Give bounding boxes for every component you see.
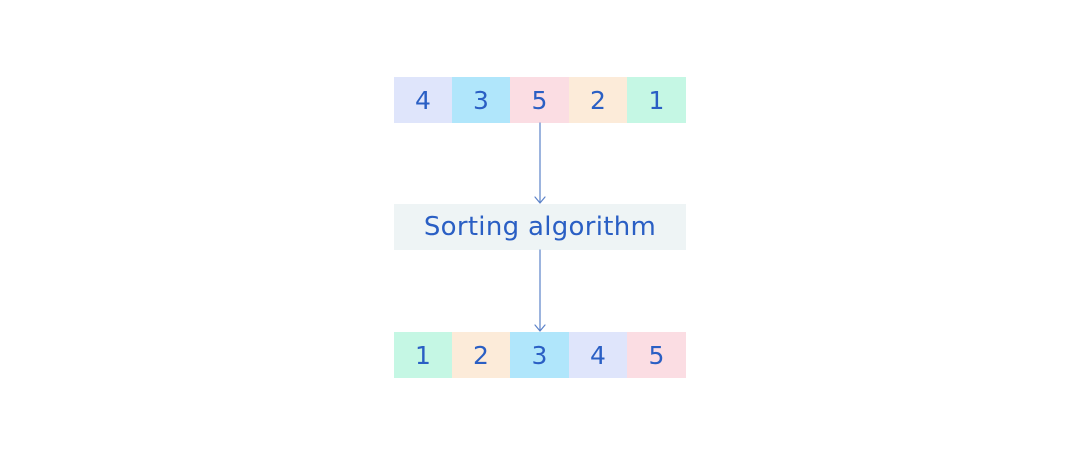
output-cell: 1: [394, 332, 452, 378]
output-cell: 4: [569, 332, 627, 378]
output-array: 1 2 3 4 5: [394, 332, 686, 378]
input-cell: 4: [394, 77, 452, 123]
arrow-input-to-algorithm: [534, 122, 546, 204]
output-cell: 5: [627, 332, 686, 378]
arrow-algorithm-to-output: [534, 249, 546, 332]
input-cell: 3: [452, 77, 510, 123]
input-cell: 1: [627, 77, 686, 123]
input-cell: 2: [569, 77, 627, 123]
sorting-algorithm-box: Sorting algorithm: [394, 204, 686, 250]
output-cell: 3: [510, 332, 569, 378]
output-cell: 2: [452, 332, 510, 378]
input-array: 4 3 5 2 1: [394, 77, 686, 123]
input-cell: 5: [510, 77, 569, 123]
